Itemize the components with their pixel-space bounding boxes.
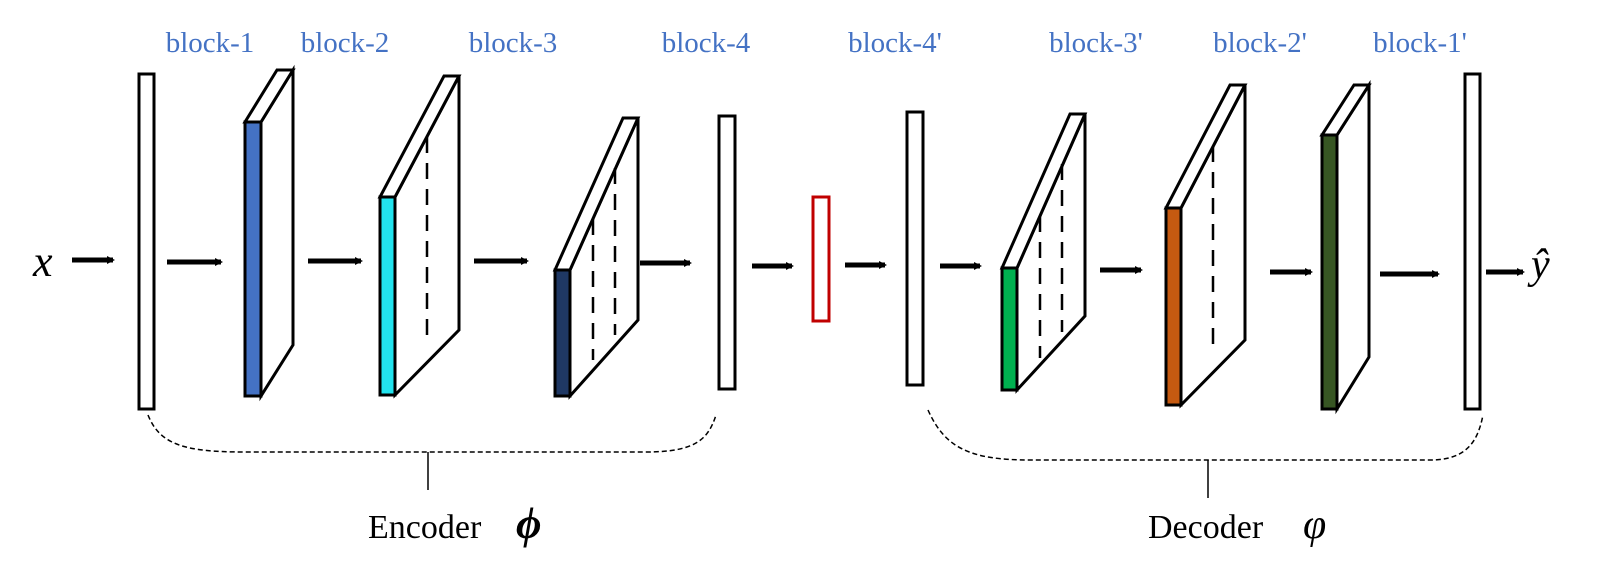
block-label-2-prime: block-2' (1213, 27, 1307, 59)
output-symbol: ŷ (1527, 242, 1550, 288)
encoder-brace (147, 414, 717, 453)
encoder-block-1 (242, 64, 296, 402)
decoder-symbol: φ (1303, 502, 1326, 548)
decoder-block-4-prime (905, 110, 925, 387)
input-symbol: x (32, 237, 53, 286)
decoder-block-3-prime (999, 112, 1088, 394)
encoder-block-2 (377, 74, 462, 399)
block-label-3: block-3 (469, 27, 558, 59)
decoder-block-1-prime (1319, 79, 1372, 415)
encoder-block-4 (717, 114, 737, 391)
block-label-2: block-2 (301, 27, 390, 59)
block-label-4-prime: block-4' (848, 27, 942, 59)
latent-code (811, 195, 831, 323)
block-label-3-prime: block-3' (1049, 27, 1143, 59)
encoder-symbol: ϕ (516, 499, 541, 548)
block-label-4: block-4 (662, 27, 751, 59)
block-label-1: block-1 (166, 27, 255, 59)
input-layer (137, 72, 156, 411)
flow-arrows (72, 256, 1525, 278)
output-layer (1463, 72, 1482, 411)
decoder-block-2-prime (1163, 83, 1248, 409)
decoder-brace (927, 409, 1484, 461)
block-label-1-prime: block-1' (1373, 27, 1467, 59)
encoder-caption: Encoder (368, 509, 482, 546)
encoder-block-3 (552, 116, 641, 400)
decoder-caption: Decoder (1148, 509, 1264, 546)
